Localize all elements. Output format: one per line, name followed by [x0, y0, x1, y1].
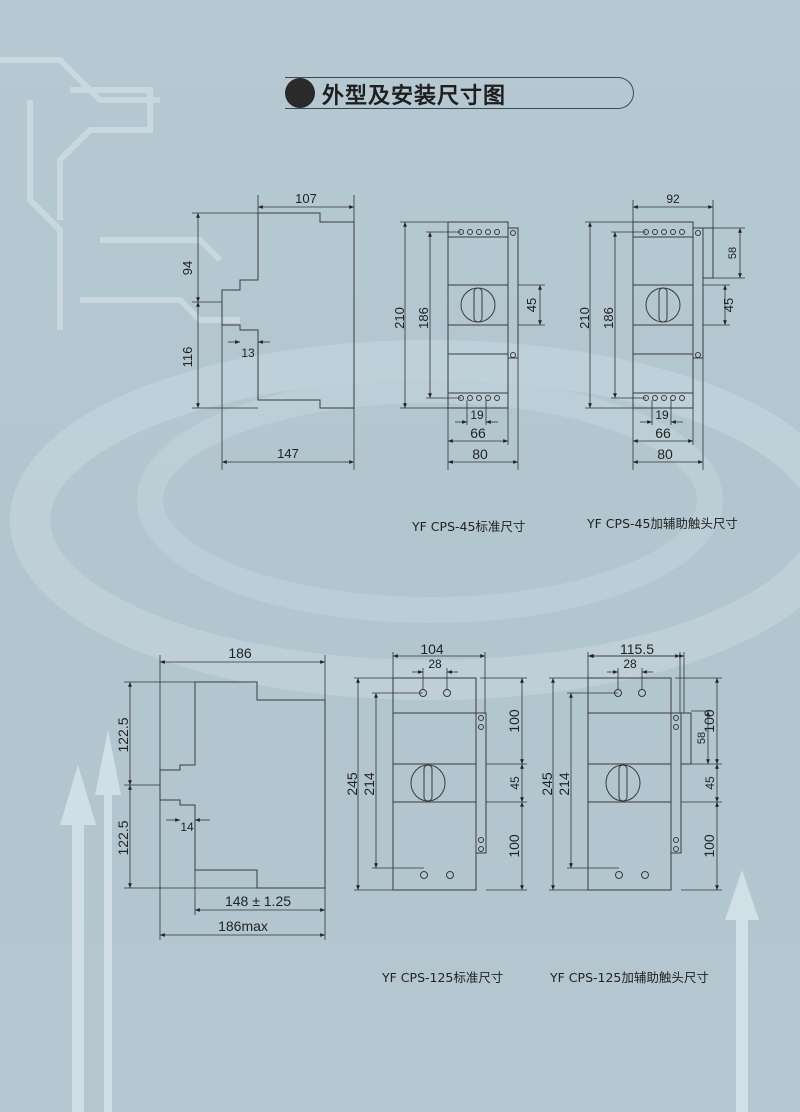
cps125-std-front-view: [354, 652, 527, 891]
caption-cps125-aux: YF CPS-125加辅助触头尺寸: [550, 970, 709, 985]
svg-text:245: 245: [539, 772, 555, 796]
svg-text:147: 147: [277, 446, 299, 461]
arrow-decoration: [60, 730, 759, 1112]
cps125-std-dimension-labels: 104 28 245 214 100 45 100: [344, 641, 522, 858]
cps125-side-view: 186 122.5 122.5 14 148 ± 1.25 186max: [115, 645, 326, 940]
svg-text:186: 186: [228, 645, 252, 661]
svg-text:148 ± 1.25: 148 ± 1.25: [225, 893, 291, 909]
svg-text:122.5: 122.5: [115, 717, 131, 752]
svg-text:100: 100: [701, 834, 717, 858]
cps45-std-front-view: [400, 221, 545, 470]
svg-text:210: 210: [392, 307, 407, 329]
svg-text:107: 107: [295, 191, 317, 206]
section-title-bar: [285, 77, 634, 109]
svg-text:100: 100: [506, 709, 522, 733]
circuit-decoration: [0, 57, 240, 330]
svg-text:28: 28: [428, 657, 442, 671]
cps45-aux-front-view: 92 58 210 186 45 19 66 80: [577, 192, 745, 470]
cps125-aux-front-view: 115.5 28 245 214 58 100 45 100: [539, 641, 722, 890]
circuit-icon: [285, 78, 315, 108]
caption-cps45-aux: YF CPS-45加辅助触头尺寸: [587, 516, 738, 531]
svg-text:19: 19: [655, 408, 669, 422]
svg-text:45: 45: [508, 776, 522, 790]
svg-text:186max: 186max: [218, 918, 268, 934]
svg-text:100: 100: [506, 834, 522, 858]
svg-text:45: 45: [524, 298, 539, 312]
svg-text:186: 186: [601, 307, 616, 329]
svg-text:115.5: 115.5: [620, 641, 654, 657]
caption-cps125-std: YF CPS-125标准尺寸: [382, 970, 504, 985]
svg-text:245: 245: [344, 772, 360, 796]
svg-text:214: 214: [556, 772, 572, 796]
svg-text:19: 19: [470, 408, 484, 422]
svg-text:104: 104: [420, 641, 444, 657]
svg-text:13: 13: [241, 346, 255, 360]
svg-text:210: 210: [577, 307, 592, 329]
svg-text:94: 94: [180, 261, 195, 275]
svg-text:45: 45: [703, 776, 717, 790]
svg-text:122.5: 122.5: [115, 820, 131, 855]
section-title: 外型及安装尺寸图: [322, 84, 507, 109]
svg-text:80: 80: [472, 446, 488, 462]
svg-text:116: 116: [180, 347, 195, 368]
cps45-side-view: 107 94 116 13 147: [180, 191, 355, 470]
svg-text:66: 66: [655, 425, 671, 441]
svg-text:66: 66: [470, 425, 486, 441]
cps45-std-dimension-labels: 210 186 45 19 66 80: [392, 298, 539, 462]
caption-cps45-std: YF CPS-45标准尺寸: [412, 519, 526, 534]
svg-text:58: 58: [696, 732, 708, 744]
svg-text:45: 45: [721, 298, 736, 312]
svg-text:186: 186: [416, 307, 431, 329]
svg-text:214: 214: [361, 772, 377, 796]
svg-text:14: 14: [180, 820, 194, 834]
svg-text:80: 80: [657, 446, 673, 462]
svg-text:100: 100: [701, 709, 717, 733]
svg-text:28: 28: [623, 657, 637, 671]
svg-text:92: 92: [666, 192, 680, 206]
svg-text:58: 58: [727, 247, 739, 259]
